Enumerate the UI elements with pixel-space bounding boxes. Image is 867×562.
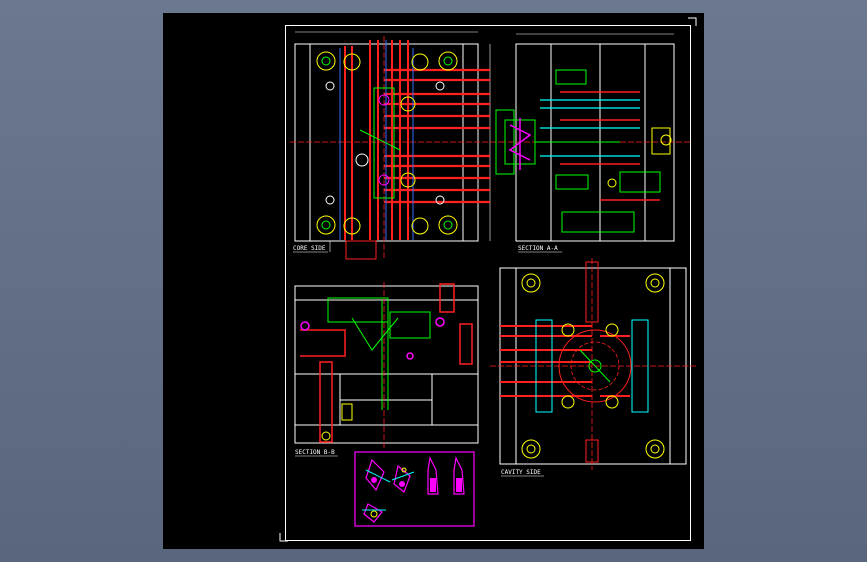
core-side-view <box>290 31 500 260</box>
cavity-side-label: CAVITY SIDE <box>501 469 541 476</box>
section-aa-view <box>495 33 690 242</box>
section-bb-view <box>294 282 479 450</box>
drawing-viewport[interactable] <box>163 13 704 549</box>
cavity-side-view <box>490 258 696 470</box>
section-bb-label: SECTION B-B <box>295 449 335 456</box>
sheet-corner-marks <box>279 17 697 542</box>
part-detail-inset <box>354 451 475 527</box>
core-side-label: CORE SIDE <box>293 245 326 252</box>
drawing-sheet-border <box>285 25 691 541</box>
section-aa-label: SECTION A-A <box>518 245 558 252</box>
